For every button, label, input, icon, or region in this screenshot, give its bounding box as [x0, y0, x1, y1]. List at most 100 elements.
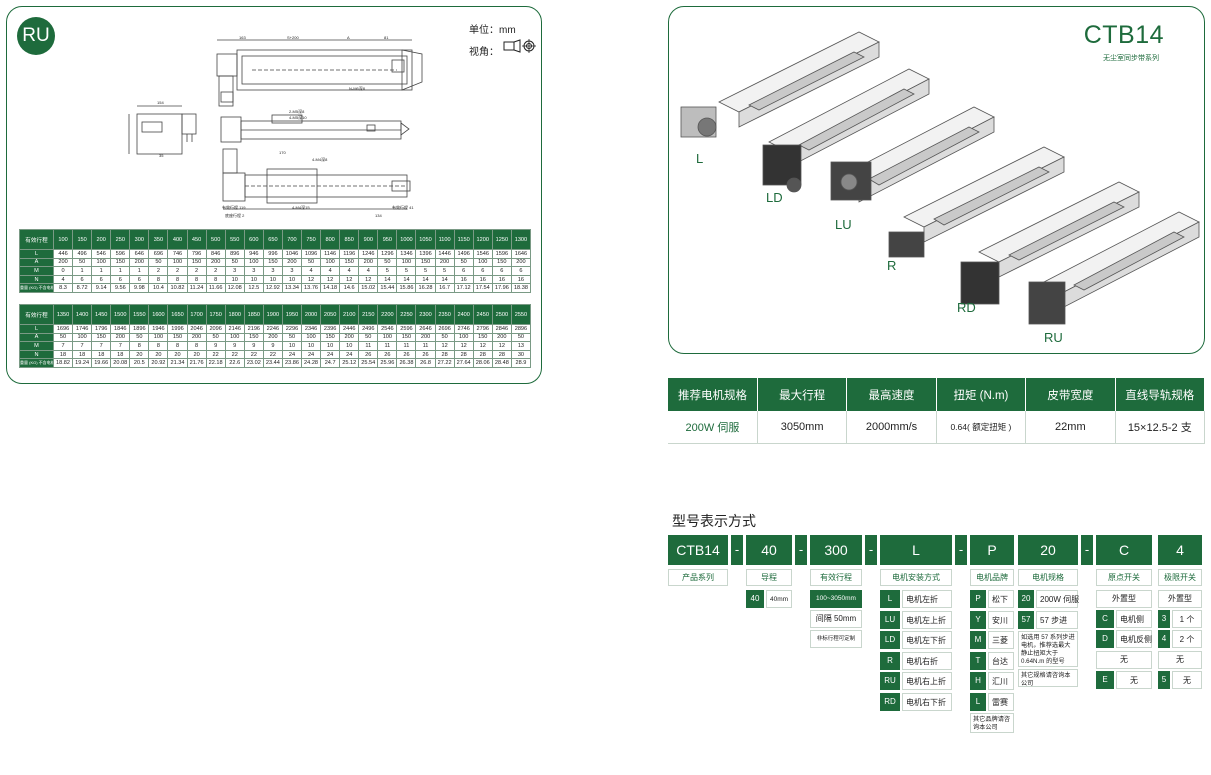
table-cell: 24.28 [301, 358, 322, 368]
dim-label: 154 [157, 100, 164, 105]
row-label-cell: M [19, 266, 54, 276]
actuator-ru-image [1028, 211, 1200, 325]
table-cell: 19.66 [91, 358, 112, 368]
table-cell: 25.54 [358, 358, 379, 368]
code-brand: P [970, 535, 1014, 565]
stroke-header-cell: 2050 [320, 304, 341, 325]
table-cell: 200 [358, 257, 379, 268]
table-cell: 9 [224, 341, 245, 351]
option-value: 松下 [988, 590, 1014, 608]
table-cell: 6 [72, 274, 93, 285]
table-cell: 30 [510, 349, 532, 360]
table-cell: 2146 [224, 324, 245, 334]
table-cell: 7 [110, 341, 131, 351]
bottom-view-drawing [222, 148, 411, 210]
table-cell: 12 [301, 274, 322, 285]
table-cell: 15.86 [396, 283, 417, 293]
table-cell: 3 [281, 266, 303, 276]
table-cell: 200 [491, 332, 512, 343]
table-cell: 846 [205, 249, 226, 259]
table-cell: 200 [339, 332, 360, 343]
option-key: P [970, 590, 986, 608]
stroke-header-cell: 550 [224, 229, 245, 250]
table-cell: 746 [167, 249, 188, 259]
table-cell: 20 [148, 349, 169, 360]
stroke-header-cell: 150 [72, 229, 93, 250]
end-view-drawing [128, 105, 197, 155]
table-cell: 28.48 [491, 358, 512, 368]
table-cell: 1746 [72, 324, 93, 334]
header-cell: 皮带宽度 [1025, 378, 1116, 411]
table-cell: 1096 [301, 249, 322, 259]
product-title: CTB14 [1083, 21, 1164, 49]
dim-label: 底座行程 2 [225, 213, 245, 218]
option-key: L [880, 590, 900, 608]
mount-label-l: L [696, 151, 704, 166]
table-cell: 8 [148, 341, 169, 351]
option-key: C [1096, 610, 1114, 628]
table-cell: 16.7 [434, 283, 455, 293]
table-cell: 13 [510, 341, 532, 351]
code-lead: 40 [746, 535, 792, 565]
table-cell: 50 [301, 257, 322, 268]
table-cell: 8 [129, 341, 150, 351]
table-cell: 10.82 [167, 283, 188, 293]
table-cell: 200 [129, 257, 150, 268]
table-cell: 11.66 [205, 283, 226, 293]
table-cell: 18 [110, 349, 131, 360]
table-cell: 11 [396, 341, 417, 351]
option-value: 57 步进 [1036, 610, 1078, 629]
table-cell: 2096 [205, 324, 226, 334]
origin-external: 外置型 [1096, 590, 1152, 608]
table-cell: 596 [110, 249, 131, 259]
caption-limit: 极限开关 [1158, 569, 1202, 586]
table-cell: 14 [415, 274, 436, 285]
table-cell: 14 [434, 274, 455, 285]
table-cell: 22 [243, 349, 264, 360]
table-cell: 27.64 [453, 358, 474, 368]
table-cell: 150 [320, 332, 341, 343]
table-cell: 10.4 [148, 283, 169, 293]
origin-option: D 电机反侧 [1096, 630, 1152, 648]
table-cell: 2046 [186, 324, 207, 334]
table-cell: 10 [320, 341, 341, 351]
table-cell: 2 [205, 266, 226, 276]
stroke-header-cell: 1700 [186, 304, 207, 325]
option-value: 1 个 [1172, 610, 1202, 628]
stroke-header-cell: 2300 [415, 304, 436, 325]
table-cell: 8 [186, 341, 207, 351]
table-cell: 6 [91, 274, 112, 285]
value-cell: 0.64( 额定扭矩 ) [936, 411, 1027, 444]
table-cell: 1646 [510, 249, 532, 259]
header-cell: 最大行程 [757, 378, 848, 411]
dim-label: 81 [384, 35, 389, 40]
table-cell: 50 [434, 332, 455, 343]
projection-symbol-icon [503, 39, 536, 53]
table-cell: 1896 [129, 324, 150, 334]
table-cell: 5 [434, 266, 455, 276]
table-cell: 100 [167, 257, 188, 268]
option-value: 电机左上折 [902, 610, 952, 629]
table-cell: 100 [91, 257, 112, 268]
table-cell: 12 [491, 341, 512, 351]
table-cell: 150 [472, 332, 493, 343]
table-cell: 28 [472, 349, 493, 360]
table-cell: 50 [453, 257, 474, 268]
dim-label: 170 [279, 150, 286, 155]
stroke-header-cell: 2400 [453, 304, 474, 325]
option-value: 无 [1116, 671, 1152, 689]
stroke-header-cell: 1150 [453, 229, 474, 250]
code-origin: C [1096, 535, 1152, 565]
table-cell: 50 [72, 257, 93, 268]
stroke-header-cell: 2350 [434, 304, 455, 325]
code-limit: 4 [1158, 535, 1202, 565]
code-separator: - [731, 535, 743, 565]
mount-label-rd: RD [957, 300, 976, 315]
row-label-cell: L [19, 324, 54, 334]
table-cell: 7 [91, 341, 112, 351]
table-cell: 4 [52, 274, 74, 285]
